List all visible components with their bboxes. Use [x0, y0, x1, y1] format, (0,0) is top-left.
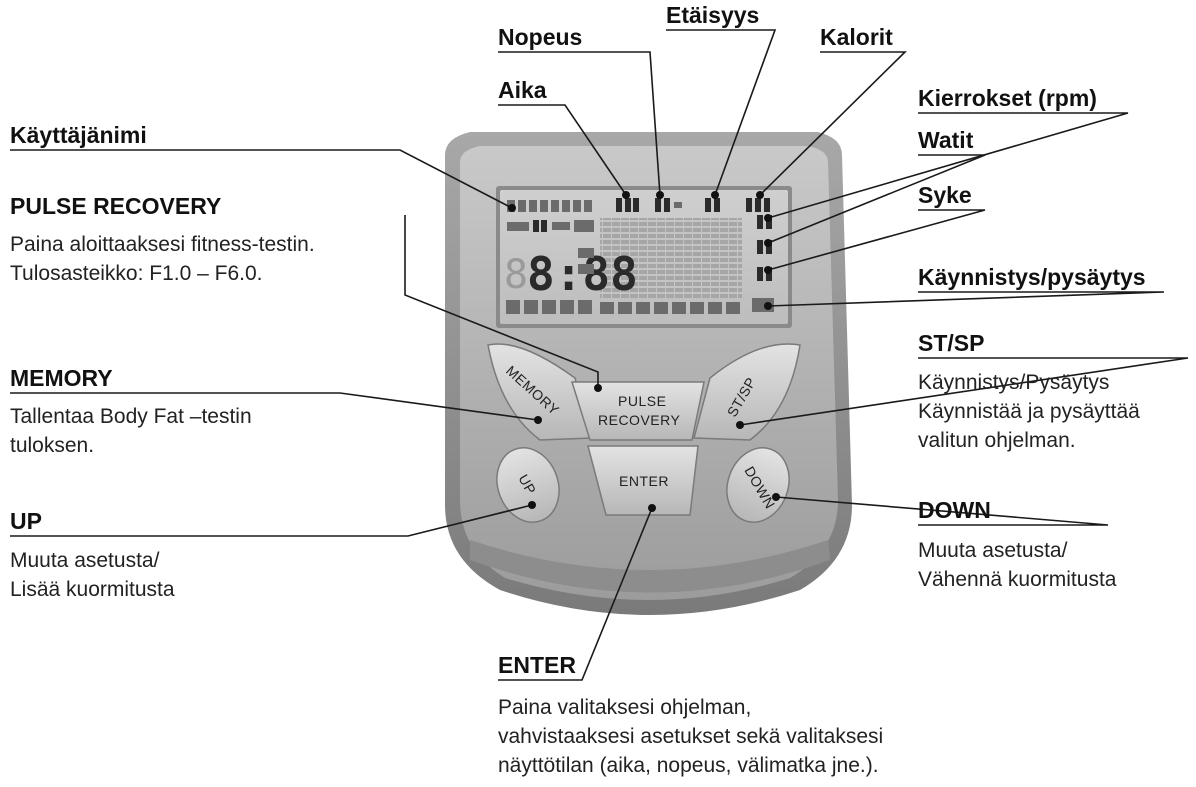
label-memory-title: MEMORY: [10, 365, 113, 391]
rpm-segments: [757, 215, 772, 229]
label-memory-line1: Tallentaa Body Fat –testin: [10, 405, 252, 428]
label-stsp-line3: valitun ohjelman.: [918, 429, 1076, 452]
leader-stsp: [739, 357, 1189, 426]
label-up-line1: Muuta asetusta/: [10, 549, 160, 572]
label-pulse-recovery-line1: Paina aloittaaksesi fitness-testin.: [10, 233, 315, 256]
label-down-line2: Vähennä kuormitusta: [918, 568, 1117, 591]
leader-lines: [10, 29, 1189, 681]
leader-memory: [10, 392, 539, 421]
leader-kalorit: [759, 51, 907, 196]
label-kayttajanimi: Käyttäjänimi: [10, 122, 147, 148]
label-pulse-recovery-line2: Tulosasteikko: F1.0 – F6.0.: [10, 262, 263, 285]
leader-enter: [498, 507, 653, 681]
label-enter-line3: näyttötilan (aika, nopeus, välimatka jne…: [498, 754, 879, 777]
big-eight-digit: 8: [504, 252, 528, 298]
leader-kierrokset: [767, 112, 1129, 219]
leader-etaisyys: [666, 29, 777, 196]
leader-syke: [767, 209, 986, 271]
enter-button-label: ENTER: [619, 473, 669, 489]
leader-down: [775, 496, 1109, 526]
label-stsp-title: ST/SP: [918, 330, 985, 356]
leader-kayttajanimi: [10, 149, 513, 209]
enter-button[interactable]: ENTER: [587, 445, 699, 516]
leader-up: [10, 504, 533, 537]
distance-segments: [705, 198, 720, 212]
leader-aika: [498, 104, 627, 196]
up-button[interactable]: UP: [487, 439, 569, 531]
speed-segments: [655, 198, 682, 212]
down-button[interactable]: DOWN: [717, 439, 799, 531]
program-segments: [506, 300, 740, 314]
leader-kaynnistys: [767, 291, 1165, 307]
label-stsp-line1: Käynnistys/Pysäytys: [918, 371, 1110, 394]
label-down-title: DOWN: [918, 497, 991, 523]
label-up-title: UP: [10, 508, 42, 534]
label-down-line1: Muuta asetusta/: [918, 539, 1068, 562]
label-enter-line2: vahvistaaksesi asetukset sekä valitakses…: [498, 725, 884, 748]
pulse-recovery-label-line2: RECOVERY: [598, 412, 680, 428]
watt-segments: [757, 240, 772, 254]
time-segments: [616, 198, 639, 212]
label-kalorit: Kalorit: [820, 24, 893, 50]
label-syke: Syke: [918, 182, 972, 208]
label-memory-line2: tuloksen.: [10, 434, 95, 457]
label-kaynnistys: Käynnistys/pysäytys: [918, 264, 1146, 290]
label-nopeus: Nopeus: [498, 24, 583, 50]
label-enter-line1: Paina valitaksesi ohjelman,: [498, 696, 752, 719]
stsp-button[interactable]: ST/SP: [693, 343, 801, 441]
leader-watit: [767, 154, 986, 244]
calorie-segments: [746, 198, 770, 212]
label-enter-title: ENTER: [498, 652, 576, 678]
lcd-screen: 8 8:88: [496, 186, 792, 328]
label-stsp-line2: Käynnistää ja pysäyttää: [918, 400, 1140, 423]
pulse-recovery-label-line1: PULSE: [618, 393, 666, 409]
leader-pulse-recovery: [404, 215, 599, 386]
label-kierrokset: Kierrokset (rpm): [918, 85, 1097, 111]
pulse-segments: [757, 267, 772, 281]
label-pulse-recovery-title: PULSE RECOVERY: [10, 193, 222, 219]
label-etaisyys: Etäisyys: [666, 2, 760, 28]
label-watit: Watit: [918, 127, 974, 153]
memory-button[interactable]: MEMORY: [487, 343, 593, 441]
leader-nopeus: [498, 51, 661, 196]
pulse-recovery-button[interactable]: PULSE RECOVERY: [570, 381, 705, 441]
label-aika: Aika: [498, 77, 547, 103]
label-up-line2: Lisää kuormitusta: [10, 578, 175, 601]
